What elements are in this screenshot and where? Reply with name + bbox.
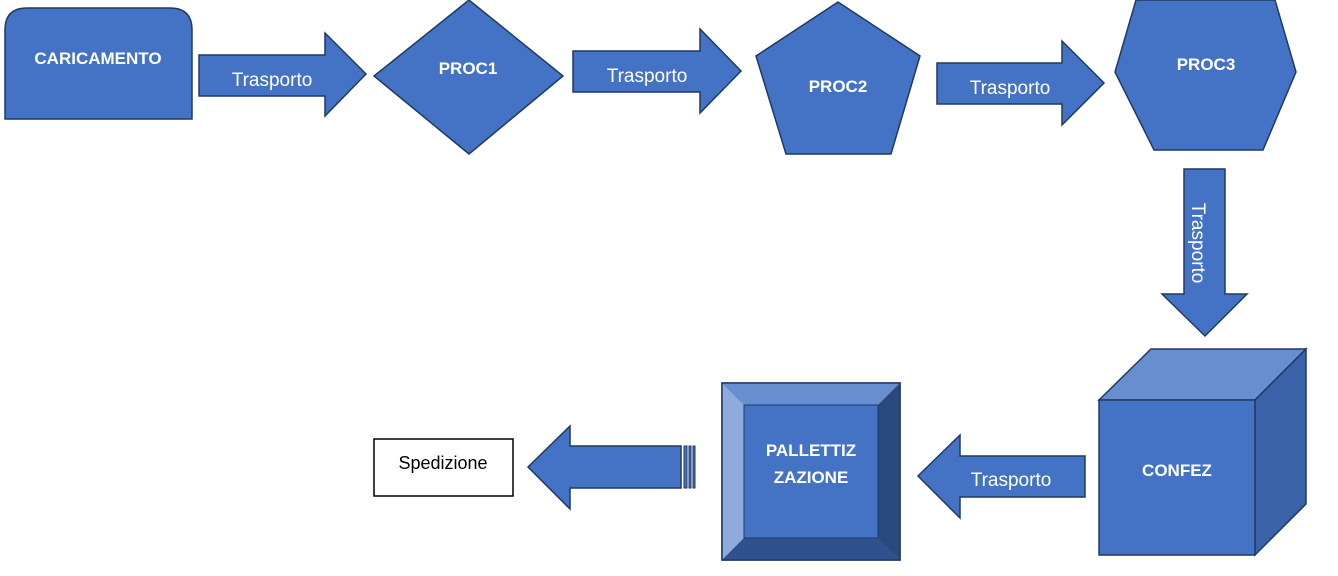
bevel-top (722, 383, 900, 405)
arrow-stripe-3 (692, 445, 696, 489)
proc3-node[interactable]: PROC3 (1114, 0, 1297, 151)
trasporto-arrow-4[interactable]: Trasporto (1160, 168, 1249, 338)
proc3-label: PROC3 (1177, 55, 1236, 74)
trasporto-arrow-5[interactable]: Trasporto (916, 433, 1086, 520)
confez-label: CONFEZ (1142, 461, 1212, 480)
bevel-right (878, 383, 900, 560)
confez-cube-front (1098, 399, 1256, 556)
confez-node[interactable]: CONFEZ (1097, 347, 1308, 557)
pallettizzazione-label-line2: ZAZIONE (774, 468, 849, 487)
arrow-stripe-1 (683, 445, 688, 489)
bevel-left (722, 383, 744, 560)
arrow-stripe-2 (688, 445, 692, 489)
striped-arrow-to-spedizione[interactable] (526, 424, 696, 511)
caricamento-node[interactable]: CARICAMENTO (4, 7, 193, 120)
pallettizzazione-node[interactable]: PALLETTIZ ZAZIONE (721, 382, 901, 561)
trasporto-arrow-3[interactable]: Trasporto (936, 39, 1106, 127)
spedizione-label: Spedizione (398, 453, 487, 473)
proc2-node[interactable]: PROC2 (755, 1, 921, 155)
trasporto-arrow-3-label: Trasporto (970, 78, 1051, 99)
pallettizzazione-label-line1: PALLETTIZ (766, 441, 856, 460)
proc1-node[interactable]: PROC1 (372, 0, 565, 155)
proc1-label: PROC1 (439, 59, 498, 78)
trasporto-arrow-2[interactable]: Trasporto (572, 27, 743, 115)
trasporto-arrow-2-label: Trasporto (607, 66, 688, 87)
trasporto-arrow-4-label: Trasporto (1187, 203, 1208, 284)
proc2-label: PROC2 (809, 77, 868, 96)
trasporto-arrow-1-label: Trasporto (232, 70, 313, 91)
trasporto-arrow-5-label: Trasporto (971, 470, 1052, 491)
caricamento-label: CARICAMENTO (34, 49, 161, 68)
spedizione-node[interactable]: Spedizione (373, 438, 514, 497)
trasporto-arrow-1[interactable]: Trasporto (198, 31, 368, 118)
bevel-bottom (722, 538, 900, 560)
